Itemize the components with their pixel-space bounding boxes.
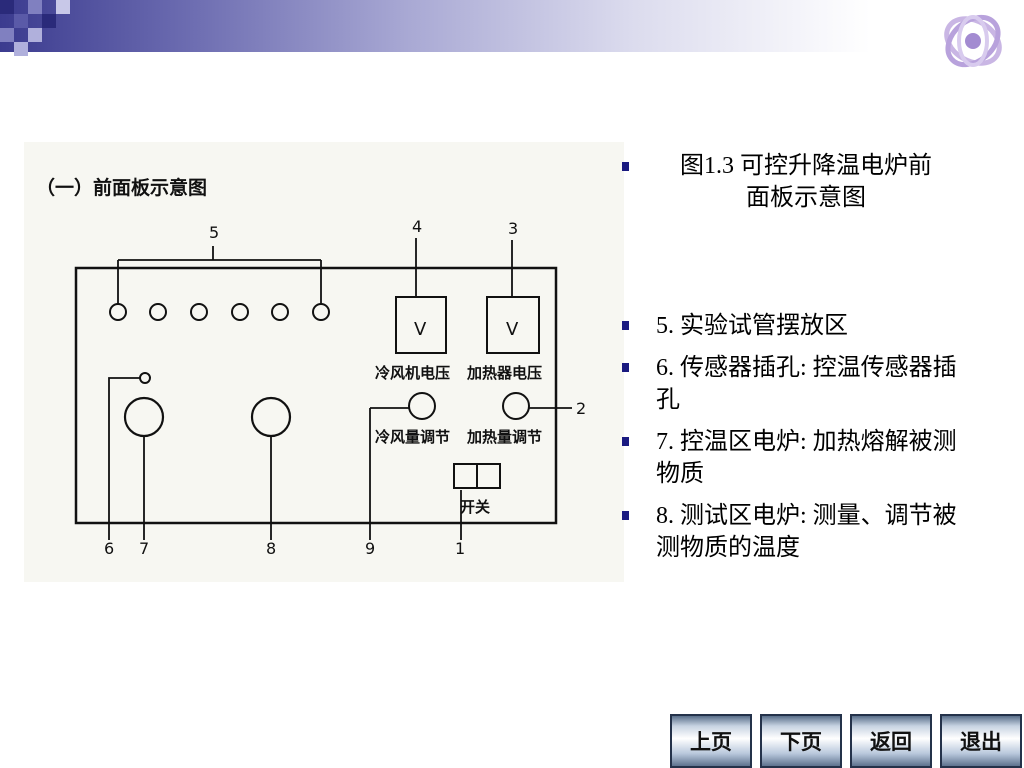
cold-fan-knob <box>408 392 436 420</box>
front-panel-diagram: （一）前面板示意图 5 4 V 3 V 冷风机电压 加热器电压 2 冷风量调节 <box>24 142 624 582</box>
callout-4: 4 <box>412 217 422 236</box>
bullet-icon <box>622 363 629 372</box>
control-furnace <box>123 396 165 438</box>
callout-1: 1 <box>455 539 465 558</box>
callout-2: 2 <box>576 399 586 418</box>
tube-hole <box>149 303 167 321</box>
callout-6: 6 <box>104 539 114 558</box>
callout-5: 5 <box>209 223 219 242</box>
test-furnace <box>250 396 292 438</box>
back-button[interactable]: 返回 <box>850 714 932 768</box>
tube-hole <box>271 303 289 321</box>
prev-page-button[interactable]: 上页 <box>670 714 752 768</box>
tube-hole <box>312 303 330 321</box>
figure-caption: 图1.3 可控升降温电炉前 面板示意图 <box>680 153 932 211</box>
label-heat-adjust: 加热量调节 <box>466 428 542 446</box>
header-band <box>0 0 1024 52</box>
panel-outline <box>74 266 558 525</box>
callout-7: 7 <box>139 539 149 558</box>
callout-3: 3 <box>508 219 518 238</box>
bullet-icon <box>622 162 629 171</box>
bullet-icon <box>622 511 629 520</box>
nav-bar: 上页 下页 返回 退出 <box>670 714 1024 768</box>
logo-icon <box>944 14 1002 68</box>
next-page-button[interactable]: 下页 <box>760 714 842 768</box>
callout-8: 8 <box>266 539 276 558</box>
label-cold-fan-voltage: 冷风机电压 <box>375 364 450 382</box>
label-cold-fan-adjust: 冷风量调节 <box>375 428 450 446</box>
svg-text:V: V <box>506 319 519 340</box>
tube-hole <box>190 303 208 321</box>
label-switch: 开关 <box>460 498 490 516</box>
bullet-icon <box>622 437 629 446</box>
diagram-section-title: （一）前面板示意图 <box>36 176 207 199</box>
exit-button[interactable]: 退出 <box>940 714 1022 768</box>
tube-hole <box>109 303 127 321</box>
cold-fan-voltmeter <box>395 296 447 354</box>
label-heater-voltage: 加热器电压 <box>466 364 542 382</box>
callout-9: 9 <box>365 539 375 558</box>
svg-text:V: V <box>414 319 427 340</box>
checker-decoration <box>0 0 80 60</box>
heater-voltmeter <box>486 296 540 354</box>
heat-knob <box>502 392 530 420</box>
sensor-jack <box>139 372 151 384</box>
tube-hole <box>231 303 249 321</box>
bullet-icon <box>622 321 629 330</box>
